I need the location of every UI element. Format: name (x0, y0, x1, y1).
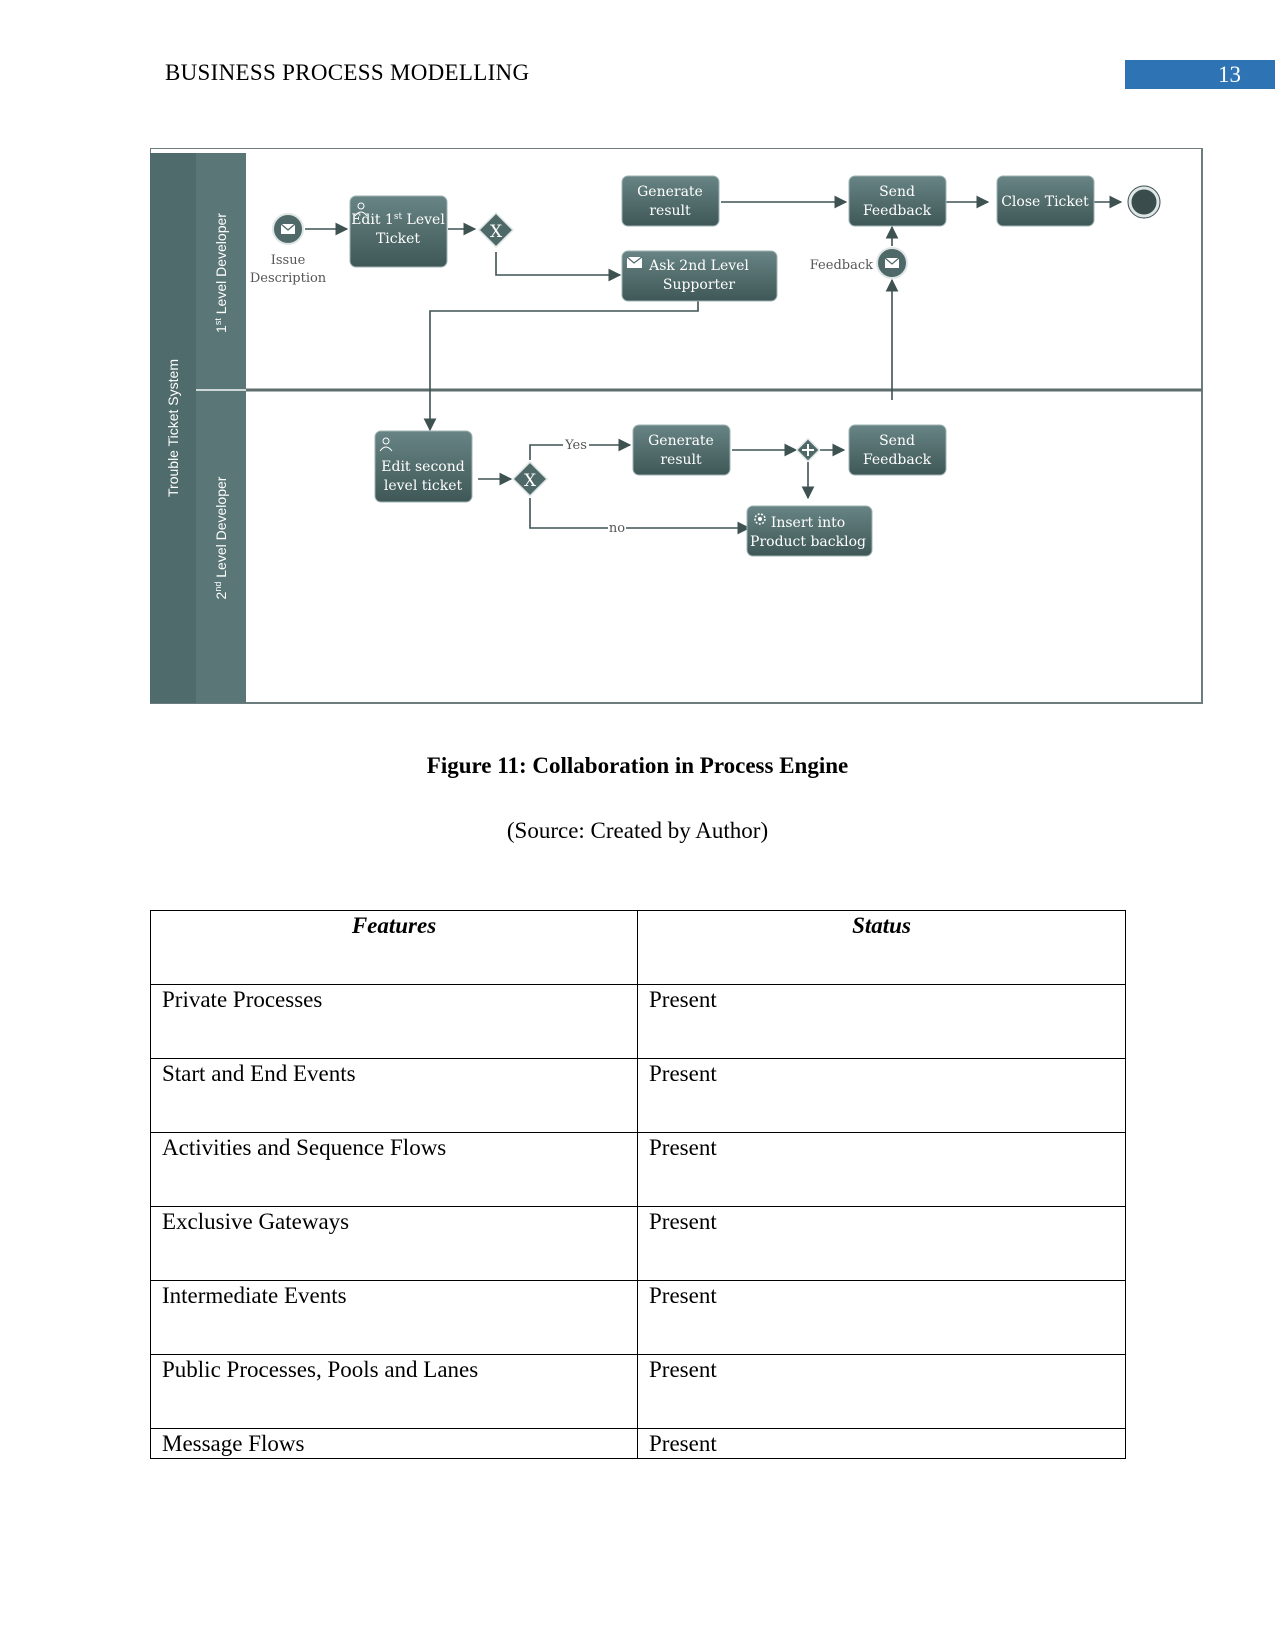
svg-text:Send: Send (879, 184, 915, 200)
svg-text:Feedback: Feedback (863, 452, 932, 468)
status-cell: Present (637, 1354, 1126, 1429)
yes-label: Yes (564, 438, 587, 453)
feature-cell: Private Processes (150, 984, 638, 1059)
svg-text:Close Ticket: Close Ticket (1001, 194, 1089, 210)
svg-text:Ask 2nd Level: Ask 2nd Level (648, 258, 749, 274)
issue-start-event (272, 213, 304, 245)
status-cell: Present (637, 1428, 1126, 1459)
task-edit-second-level: Edit second level ticket (374, 430, 473, 503)
task-send-feedback-2: Send Feedback (848, 424, 947, 476)
task-close-ticket: Close Ticket (996, 175, 1095, 227)
features-table: Features Status Private Processes Presen… (150, 910, 1126, 1459)
feature-cell: Public Processes, Pools and Lanes (150, 1354, 638, 1429)
task-ask-second-level: Ask 2nd Level Supporter (621, 250, 778, 302)
bpmn-diagram: Trouble Ticket System 1st Level Develope… (150, 148, 1203, 704)
svg-text:Feedback: Feedback (863, 203, 932, 219)
header-status: Status (637, 910, 1126, 985)
task-insert-backlog: Insert into Product backlog (746, 505, 873, 557)
task-edit-first-level: Edit 1st Level Ticket (349, 195, 448, 268)
svg-text:Insert into: Insert into (771, 515, 845, 531)
lane-band (196, 153, 246, 703)
exclusive-gateway-2: X (511, 460, 549, 498)
status-cell: Present (637, 1058, 1126, 1133)
svg-text:Generate: Generate (648, 433, 714, 449)
status-cell: Present (637, 1206, 1126, 1281)
svg-text:Edit second: Edit second (381, 459, 464, 475)
pool-label: Trouble Ticket System (165, 359, 181, 497)
svg-text:X: X (524, 471, 537, 491)
svg-text:result: result (649, 203, 691, 219)
svg-text:Send: Send (879, 433, 915, 449)
end-event (1127, 185, 1161, 219)
table-row: Public Processes, Pools and Lanes Presen… (150, 1354, 1126, 1429)
gear-icon (754, 513, 766, 525)
feature-cell: Start and End Events (150, 1058, 638, 1133)
table-row: Exclusive Gateways Present (150, 1206, 1126, 1281)
status-cell: Present (637, 1280, 1126, 1355)
feature-cell: Intermediate Events (150, 1280, 638, 1355)
running-head: BUSINESS PROCESS MODELLING (165, 60, 530, 85)
no-label: no (609, 521, 625, 536)
table-row: Private Processes Present (150, 984, 1126, 1059)
svg-text:Generate: Generate (637, 184, 703, 200)
lane-label-first: 1st Level Developer (213, 213, 229, 333)
feature-cell: Message Flows (150, 1428, 638, 1459)
status-cell: Present (637, 1132, 1126, 1207)
feedback-label: Feedback (810, 258, 873, 273)
svg-text:Product backlog: Product backlog (750, 534, 866, 550)
svg-text:Ticket: Ticket (376, 231, 420, 247)
status-cell: Present (637, 984, 1126, 1059)
feedback-message-event (876, 247, 908, 279)
source-caption: (Source: Created by Author) (506, 818, 769, 843)
svg-text:level ticket: level ticket (384, 478, 463, 494)
issue-label-2: Description (250, 271, 327, 286)
table-header-row: Features Status (150, 910, 1126, 985)
svg-text:X: X (490, 222, 503, 242)
header-features: Features (150, 910, 638, 985)
table-row: Intermediate Events Present (150, 1280, 1126, 1355)
feature-cell: Exclusive Gateways (150, 1206, 638, 1281)
svg-text:Supporter: Supporter (663, 277, 736, 293)
figure-caption: Figure 11: Collaboration in Process Engi… (426, 753, 849, 778)
issue-label-1: Issue (271, 253, 306, 268)
pool-band (150, 153, 196, 703)
table-row: Message Flows Present (150, 1428, 1126, 1459)
page-number: 13 (1125, 60, 1275, 89)
svg-text:Edit 1st Level: Edit 1st Level (351, 212, 445, 228)
feature-cell: Activities and Sequence Flows (150, 1132, 638, 1207)
table-row: Activities and Sequence Flows Present (150, 1132, 1126, 1207)
lane-label-second: 2nd Level Developer (213, 476, 229, 599)
task-generate-result-2: Generate result (632, 424, 731, 476)
exclusive-gateway-1: X (477, 211, 515, 249)
table-row: Start and End Events Present (150, 1058, 1126, 1133)
parallel-gateway (795, 437, 821, 463)
task-send-feedback-1: Send Feedback (848, 175, 947, 227)
task-generate-result-1: Generate result (621, 175, 720, 227)
svg-text:result: result (660, 452, 702, 468)
